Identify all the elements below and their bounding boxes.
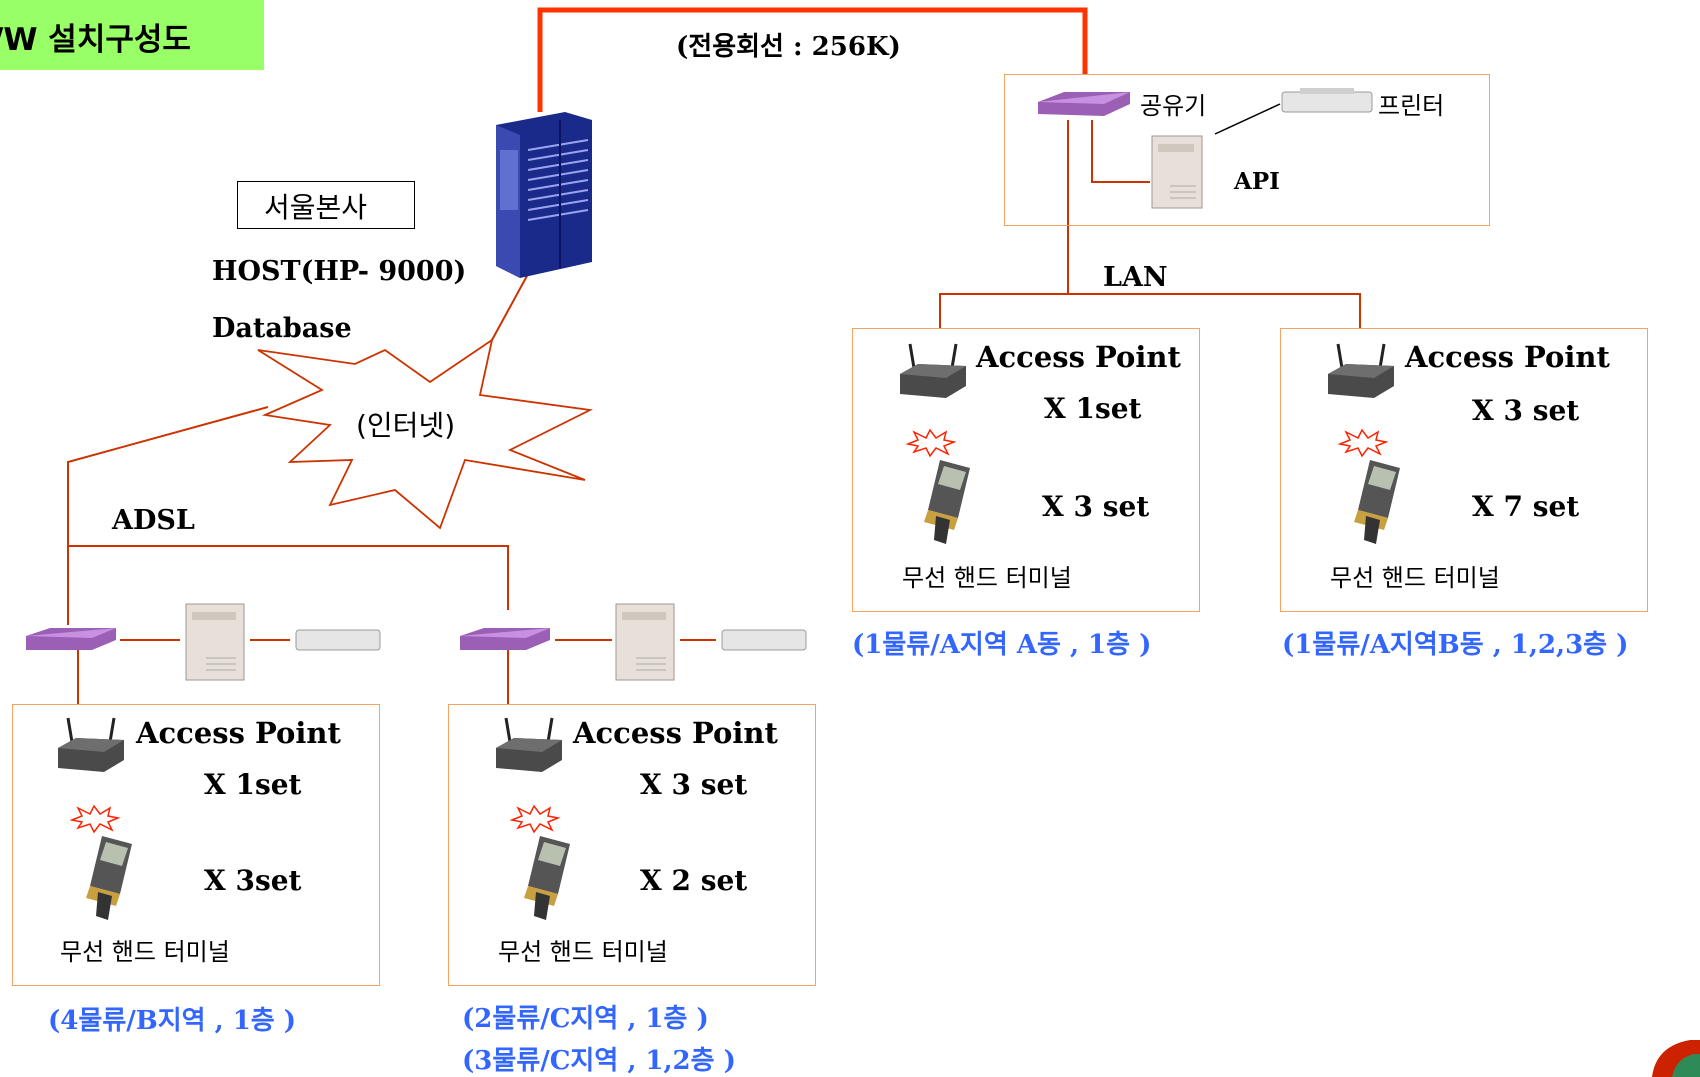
mid-printer-icon xyxy=(721,629,807,651)
internet-label: (인터넷) xyxy=(356,409,456,442)
site1-ap-qty: X 1set xyxy=(1044,392,1142,425)
internet-cloud xyxy=(257,337,594,530)
top-pc-icon xyxy=(1151,135,1203,209)
hq-name: 서울본사 xyxy=(264,191,368,224)
site4-location: (2물류/C지역 , 1층 ) xyxy=(462,1004,709,1034)
mid-pc-icon xyxy=(615,603,675,681)
site2-ap-label: Access Point xyxy=(1405,340,1610,374)
top-printer-icon xyxy=(1281,88,1373,113)
site3-ap-label: Access Point xyxy=(136,716,341,750)
site4-location-2: (3물류/C지역 , 1,2층 ) xyxy=(462,1046,736,1076)
database-label: Database xyxy=(212,313,352,344)
left-printer-icon xyxy=(295,629,381,651)
site1-ap-label: Access Point xyxy=(976,340,1181,374)
mid-router-icon xyxy=(460,628,550,650)
api-label: API xyxy=(1234,168,1280,195)
site3-terminal-label: 무선 핸드 터미널 xyxy=(60,938,230,966)
page-title: /W 설치구성도 xyxy=(0,22,191,58)
leased-line xyxy=(537,7,1088,112)
printer-label: 프린터 xyxy=(1378,92,1445,120)
host-server-icon xyxy=(496,112,592,278)
site2-location: (1물류/A지역B동 , 1,2,3층 ) xyxy=(1282,630,1629,660)
adsl-left-line xyxy=(67,406,269,625)
site-box-4 xyxy=(448,704,816,986)
printer-to-api-line xyxy=(1214,103,1281,135)
leased-line-label: (전용회선 : 256K) xyxy=(676,32,901,62)
site-box-3 xyxy=(12,704,380,986)
site-box-2 xyxy=(1280,328,1648,612)
site1-terminal-label: 무선 핸드 터미널 xyxy=(902,564,1072,592)
top-site-box xyxy=(1004,74,1490,226)
left-pc-icon xyxy=(185,603,245,681)
router-to-api-line xyxy=(1091,120,1150,183)
site1-term-qty: X 3 set xyxy=(1042,490,1150,523)
site3-term-qty: X 3set xyxy=(204,864,302,897)
top-router-icon xyxy=(1038,92,1130,116)
left-router-icon xyxy=(26,628,116,650)
site3-ap-qty: X 1set xyxy=(204,768,302,801)
site2-term-qty: X 7 set xyxy=(1472,490,1580,523)
site2-terminal-label: 무선 핸드 터미널 xyxy=(1330,564,1500,592)
site4-term-qty: X 2 set xyxy=(640,864,748,897)
hq-name-box: 서울본사 xyxy=(237,181,415,229)
adsl-bus xyxy=(68,545,509,610)
lan-label: LAN xyxy=(1103,262,1168,293)
site4-terminal-label: 무선 핸드 터미널 xyxy=(498,938,668,966)
site2-ap-qty: X 3 set xyxy=(1472,394,1580,427)
host-to-internet-line xyxy=(491,273,529,341)
lan-branch xyxy=(939,293,1361,328)
site4-ap-qty: X 3 set xyxy=(640,768,748,801)
site4-ap-label: Access Point xyxy=(573,716,778,750)
adsl-label: ADSL xyxy=(112,505,195,536)
site3-location: (4물류/B지역 , 1층 ) xyxy=(48,1006,297,1036)
site1-location: (1물류/A지역 A동 , 1층 ) xyxy=(852,630,1152,660)
router-label: 공유기 xyxy=(1140,92,1207,120)
site-box-1 xyxy=(852,328,1200,612)
host-label: HOST(HP- 9000) xyxy=(212,256,467,287)
title-banner: /W 설치구성도 xyxy=(0,0,264,70)
